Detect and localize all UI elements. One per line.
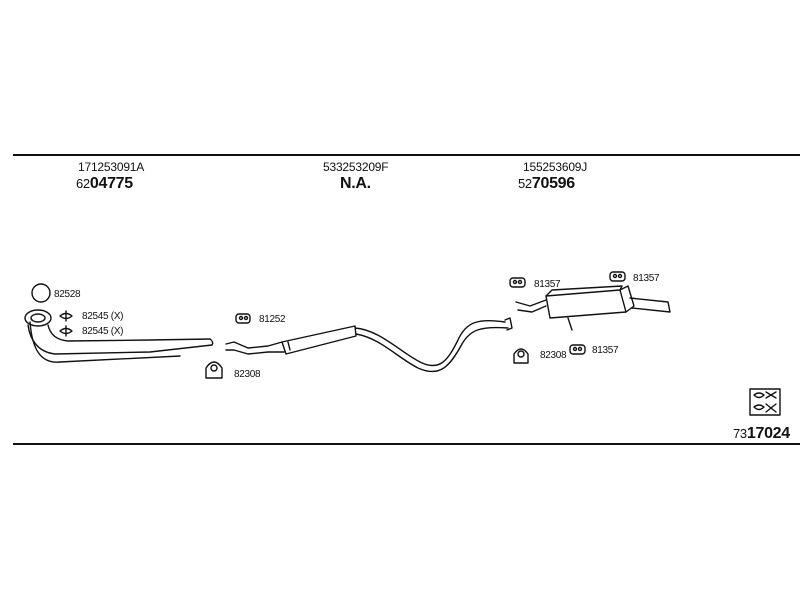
hanger-icon bbox=[569, 344, 586, 355]
label-bracket-front[interactable]: 82308 bbox=[234, 369, 261, 380]
rear-muffler-icon bbox=[515, 285, 671, 331]
label-hanger-rear-3[interactable]: 81357 bbox=[592, 345, 619, 356]
part-number-prefix: 52 bbox=[518, 176, 532, 191]
kit-icon bbox=[749, 388, 781, 416]
hanger-icon bbox=[609, 271, 626, 282]
part-number-middle: N.A. bbox=[340, 175, 371, 193]
oe-number-middle: 533253209F bbox=[323, 160, 389, 174]
part-number-rear[interactable]: 5270596 bbox=[518, 175, 575, 193]
sealing-ring-icon bbox=[31, 283, 51, 303]
hanger-icon bbox=[509, 277, 526, 288]
label-hanger-mid[interactable]: 81252 bbox=[259, 314, 286, 325]
kit-number-main: 17024 bbox=[746, 425, 790, 442]
bottom-divider bbox=[13, 443, 800, 445]
label-bracket-rear[interactable]: 82308 bbox=[540, 350, 567, 361]
label-clip-2[interactable]: 82545 (X) bbox=[82, 326, 124, 337]
clip-icon bbox=[59, 310, 73, 322]
kit-number[interactable]: 7317024 bbox=[733, 425, 790, 443]
clip-icon bbox=[59, 325, 73, 337]
oe-number-rear: 155253609J bbox=[523, 160, 588, 174]
part-number-front[interactable]: 6204775 bbox=[76, 175, 133, 193]
hanger-icon bbox=[235, 313, 251, 324]
front-pipe-icon bbox=[24, 309, 214, 363]
label-hanger-rear-2[interactable]: 81357 bbox=[633, 273, 660, 284]
label-clip-1[interactable]: 82545 (X) bbox=[82, 311, 124, 322]
label-sealing-ring[interactable]: 82528 bbox=[54, 289, 81, 300]
part-number-main: 04775 bbox=[89, 175, 133, 192]
bracket-icon bbox=[513, 348, 529, 364]
oe-number-front: 171253091A bbox=[78, 160, 145, 174]
label-hanger-rear-1[interactable]: 81357 bbox=[534, 279, 561, 290]
part-number-main: 70596 bbox=[531, 175, 575, 192]
part-number-prefix: 62 bbox=[76, 176, 90, 191]
bracket-icon bbox=[205, 361, 223, 379]
top-divider bbox=[13, 154, 800, 156]
part-number-main: N.A. bbox=[340, 175, 371, 192]
kit-number-prefix: 73 bbox=[733, 426, 747, 441]
middle-muffler-icon bbox=[225, 317, 513, 373]
